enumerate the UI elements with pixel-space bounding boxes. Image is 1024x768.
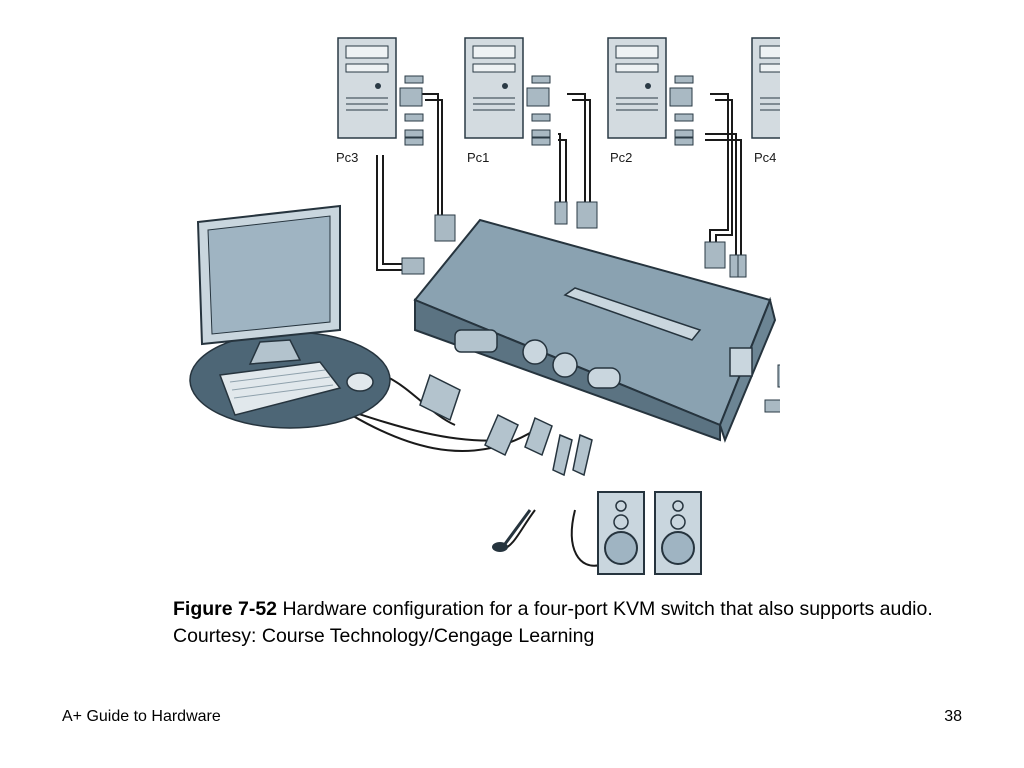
pc-tower-pc2 <box>607 37 667 139</box>
kvm-switch <box>413 218 777 443</box>
speaker-right <box>654 491 702 575</box>
pc-label-pc2: Pc2 <box>610 150 632 165</box>
pc-label-pc4: Pc4 <box>754 150 776 165</box>
monitor <box>196 204 341 365</box>
pc-connectors <box>399 75 780 413</box>
page-number: 38 <box>944 708 962 725</box>
figure-caption: Figure 7-52 Hardware configuration for a… <box>173 596 933 650</box>
keyboard <box>218 361 342 416</box>
pc-tower-pc1 <box>464 37 524 139</box>
speaker-left <box>597 491 645 575</box>
pc-label-pc3: Pc3 <box>336 150 358 165</box>
microphone <box>492 509 532 552</box>
peripheral-plugs <box>419 373 593 477</box>
footer-title: A+ Guide to Hardware <box>62 708 221 725</box>
figure-label: Figure 7-52 <box>173 598 278 620</box>
pc-label-pc1: Pc1 <box>467 150 489 165</box>
mouse <box>346 372 374 392</box>
figure-caption-text: Hardware configuration for a four-port K… <box>173 598 933 647</box>
kvm-diagram: Pc3 Pc1 Pc2 Pc4 <box>189 37 780 575</box>
pc-tower-pc3 <box>337 37 397 139</box>
pc-tower-pc4 <box>751 37 780 139</box>
